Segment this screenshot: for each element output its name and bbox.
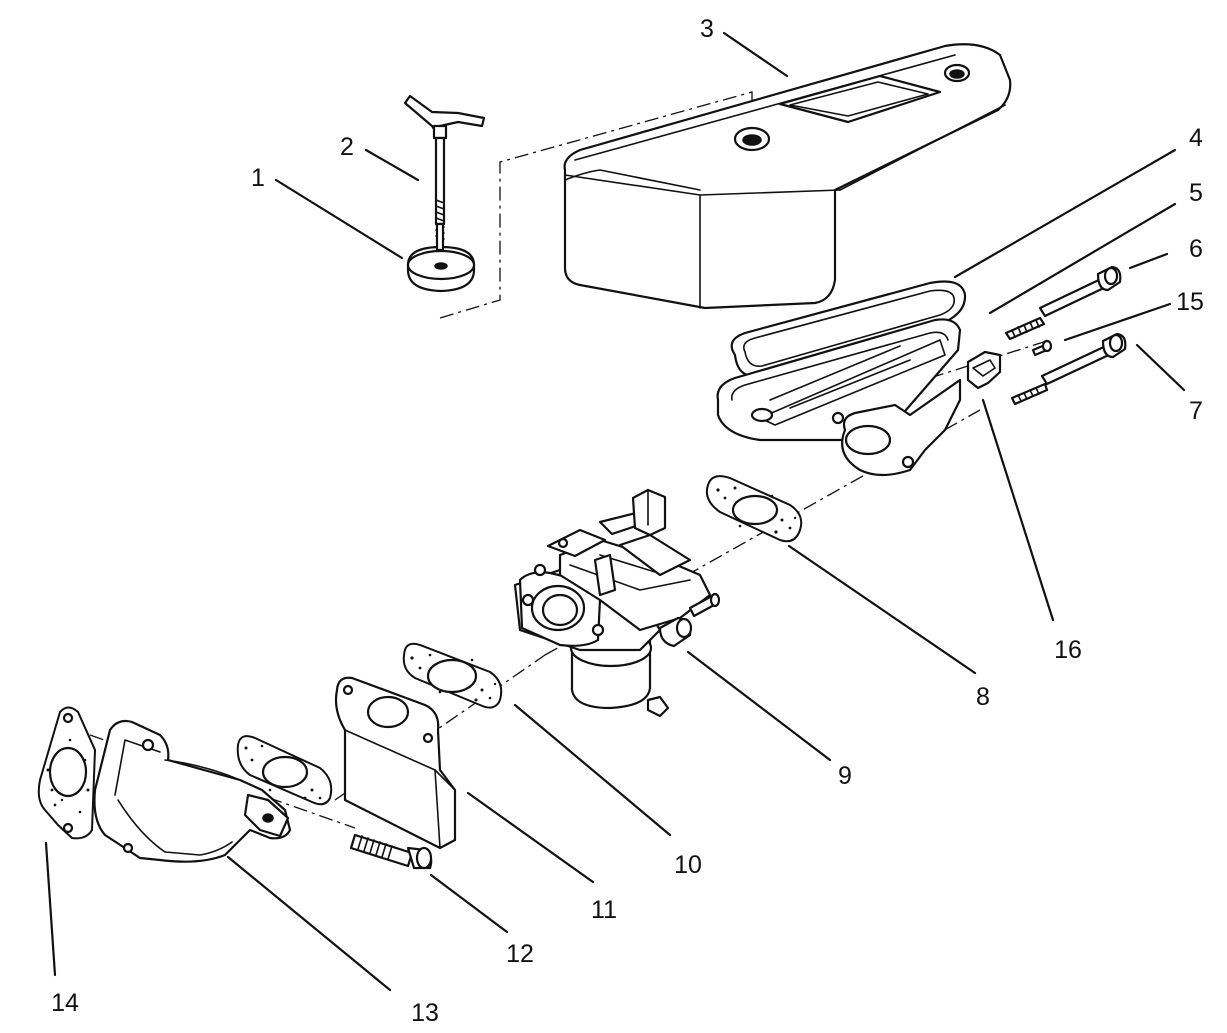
part-15-small-screw	[1031, 339, 1053, 357]
part-10-gasket	[402, 642, 503, 709]
callout-3: 3	[700, 15, 714, 43]
callout-7: 7	[1189, 397, 1203, 425]
callout-9: 9	[838, 762, 852, 790]
leader-7	[1135, 343, 1186, 392]
part-6-long-bolt	[1038, 265, 1122, 318]
callout-10: 10	[674, 851, 702, 879]
leader-5	[988, 202, 1177, 315]
leader-3	[722, 31, 789, 78]
leader-12	[429, 873, 509, 934]
leader-1	[274, 178, 404, 260]
callout-11: 11	[591, 896, 617, 924]
leader-11	[466, 791, 595, 884]
callout-16: 16	[1054, 636, 1082, 664]
leader-16	[981, 398, 1055, 622]
leader-4	[953, 148, 1177, 279]
callout-15: 15	[1176, 288, 1204, 316]
leader-2	[364, 148, 420, 182]
part-11-spacer-plate	[334, 676, 457, 850]
leader-14	[44, 841, 57, 977]
part-2-wing-bolt	[403, 94, 486, 252]
part-9-carburetor	[513, 488, 721, 718]
callout-8: 8	[976, 683, 990, 711]
callout-1: 1	[251, 164, 265, 192]
leader-6	[1128, 252, 1169, 270]
callout-14: 14	[51, 989, 79, 1017]
leader-9	[686, 650, 832, 762]
part-14-gasket	[37, 706, 97, 840]
leader-15	[1063, 302, 1172, 342]
part-8-gasket	[705, 475, 803, 543]
leader-10	[513, 703, 672, 837]
part-13-intake-manifold	[93, 719, 292, 863]
callout-4: 4	[1189, 124, 1203, 152]
callout-13: 13	[411, 999, 439, 1027]
part-1-washer	[406, 245, 476, 293]
manifold-gasket	[236, 735, 333, 806]
leader-lines	[44, 31, 1186, 992]
callout-2: 2	[340, 133, 354, 161]
leader-13	[226, 855, 392, 992]
callout-6: 6	[1189, 235, 1203, 263]
callouts: 1 2 3 4 5 6 7 8 9 10 11 12 13 14 15 16	[51, 15, 1204, 1027]
callout-5: 5	[1189, 179, 1203, 207]
part-7-long-bolt	[1010, 332, 1127, 406]
part-3-air-cleaner-cover	[563, 43, 1012, 310]
part-5-stud	[1004, 316, 1046, 341]
air-cleaner-base	[716, 318, 1002, 477]
part-12-bolt	[349, 833, 433, 870]
callout-12: 12	[506, 940, 534, 968]
leader-8	[787, 544, 977, 675]
